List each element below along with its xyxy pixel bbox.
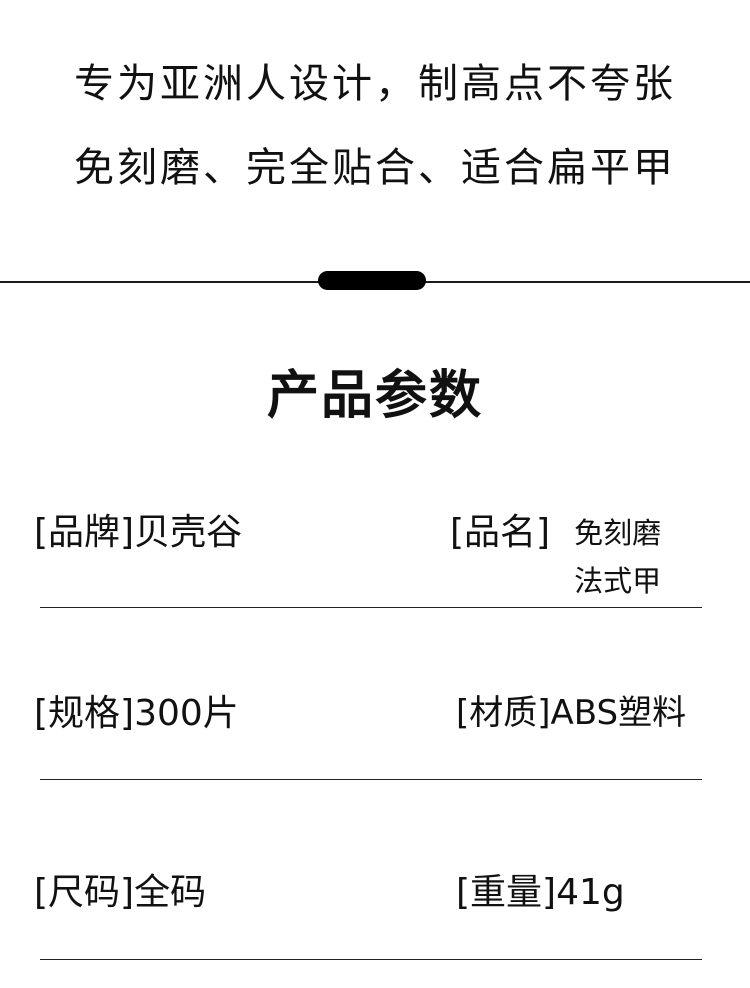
param-spec: [规格]300片 <box>34 693 239 734</box>
row-divider <box>40 779 702 780</box>
param-material: [材质]ABS塑料 <box>456 693 687 733</box>
param-product-name: [品名] 免刻磨法式甲 <box>450 515 661 605</box>
param-product-name-value-line-2: 法式甲 <box>574 564 662 598</box>
row-divider <box>40 959 702 960</box>
param-product-name-label: [品名] <box>450 512 551 553</box>
section-title: 产品参数 <box>266 366 483 426</box>
param-weight: [重量]41g <box>456 872 625 913</box>
param-product-name-value-line-1: 免刻磨 <box>574 516 662 550</box>
tagline-line-2: 免刻磨、完全贴合、适合扁平甲 <box>74 145 676 191</box>
param-size: [尺码]全码 <box>34 872 207 913</box>
param-product-name-value: 免刻磨法式甲 <box>574 509 661 605</box>
row-divider <box>40 607 702 608</box>
section-divider-pill <box>318 271 426 290</box>
param-brand: [品牌]贝壳谷 <box>34 512 243 553</box>
tagline-line-1: 专为亚洲人设计，制高点不夸张 <box>74 61 676 107</box>
